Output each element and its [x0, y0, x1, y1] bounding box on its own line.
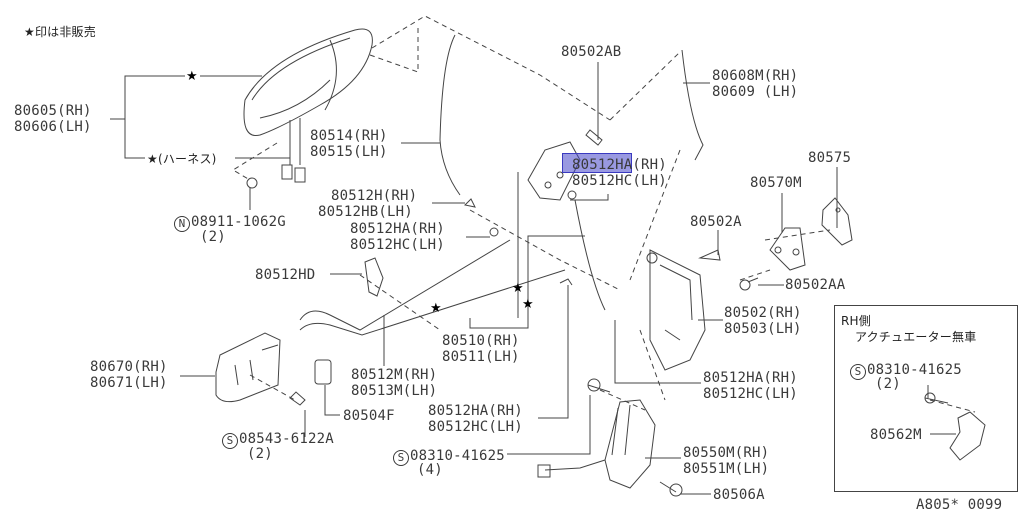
label-80671: 80671(LH)	[90, 375, 168, 391]
label-80575: 80575	[808, 150, 852, 166]
s-circle-icon: S	[850, 364, 866, 380]
selection-highlight	[562, 153, 632, 173]
label-80513m: 80513M(LH)	[351, 383, 438, 399]
inset-box	[834, 305, 1018, 492]
label-80512m: 80512M(RH)	[351, 367, 438, 383]
dashed-guides	[232, 15, 976, 413]
part-number: 08310-41625	[867, 362, 962, 378]
outer-handle-drawing	[243, 28, 373, 189]
label-screw-08543-qty: (2)	[247, 446, 273, 462]
part-number: 08911-1062G	[191, 214, 286, 230]
star-icon: ★	[512, 281, 524, 296]
label-80510: 80510(RH)	[442, 333, 520, 349]
label-80512hc-bottom: 80512HC(LH)	[428, 419, 523, 435]
label-80512ha-left: 80512HA(RH)	[350, 221, 445, 237]
diagram-code: A805* 0099	[916, 497, 1003, 510]
inset-screw-qty: (2)	[875, 376, 901, 392]
label-80512ha-top[interactable]: 80512HA(RH)	[572, 157, 667, 173]
label-80515: 80515(LH)	[310, 144, 388, 160]
label-80550m: 80550M(RH)	[683, 445, 770, 461]
not-for-sale-note: ★印は非販売	[24, 25, 96, 39]
s-circle-icon: S	[393, 450, 409, 466]
label-80512hb: 80512HB(LH)	[318, 204, 413, 220]
label-80512hc-top: 80512HC(LH)	[572, 173, 667, 189]
inset-subtitle: アクチュエーター無車	[855, 330, 977, 344]
part-number: 08543-6122A	[239, 431, 334, 447]
label-80605: 80605(RH)	[14, 103, 92, 119]
label-80570m: 80570M	[750, 175, 802, 191]
part-number: 08310-41625	[410, 448, 505, 464]
s-circle-icon: S	[222, 433, 238, 449]
label-80514: 80514(RH)	[310, 128, 388, 144]
star-icon: ★	[186, 69, 198, 84]
label-80502a: 80502A	[690, 214, 742, 230]
label-80512hc-left: 80512HC(LH)	[350, 237, 445, 253]
label-80512hc-right: 80512HC(LH)	[703, 386, 798, 402]
inset-part-label: 80562M	[870, 427, 922, 443]
label-80609: 80609 (LH)	[712, 84, 799, 100]
label-screw-08310-qty: (4)	[417, 462, 443, 478]
label-80608m: 80608M(RH)	[712, 68, 799, 84]
label-80504f: 80504F	[343, 408, 395, 424]
label-80512hd: 80512HD	[255, 267, 316, 283]
inner-handle-drawing	[215, 332, 332, 406]
label-80502: 80502(RH)	[724, 305, 802, 321]
label-80511: 80511(LH)	[442, 349, 520, 365]
n-circle-icon: N	[174, 216, 190, 232]
label-80503: 80503(LH)	[724, 321, 802, 337]
label-80670: 80670(RH)	[90, 359, 168, 375]
label-harness: ★(ハーネス)	[147, 152, 217, 166]
label-80502ab: 80502AB	[561, 44, 622, 60]
label-80512h: 80512H(RH)	[331, 188, 418, 204]
lock-drawing	[527, 129, 721, 371]
label-80551m: 80551M(LH)	[683, 461, 770, 477]
label-80506a: 80506A	[713, 487, 765, 503]
actuator-drawing	[537, 378, 683, 497]
inset-title: RH側	[841, 314, 871, 328]
leader-lines	[110, 62, 838, 495]
label-80606: 80606(LH)	[14, 119, 92, 135]
star-icon: ★	[430, 301, 442, 316]
label-80512ha-bottom: 80512HA(RH)	[428, 403, 523, 419]
label-nut-qty: (2)	[200, 229, 226, 245]
star-icon: ★	[522, 297, 534, 312]
label-80502aa: 80502AA	[785, 277, 846, 293]
rods-drawing	[299, 34, 704, 336]
inset-drawing	[924, 392, 986, 461]
label-80512ha-right: 80512HA(RH)	[703, 370, 798, 386]
striker-drawing	[739, 197, 853, 291]
